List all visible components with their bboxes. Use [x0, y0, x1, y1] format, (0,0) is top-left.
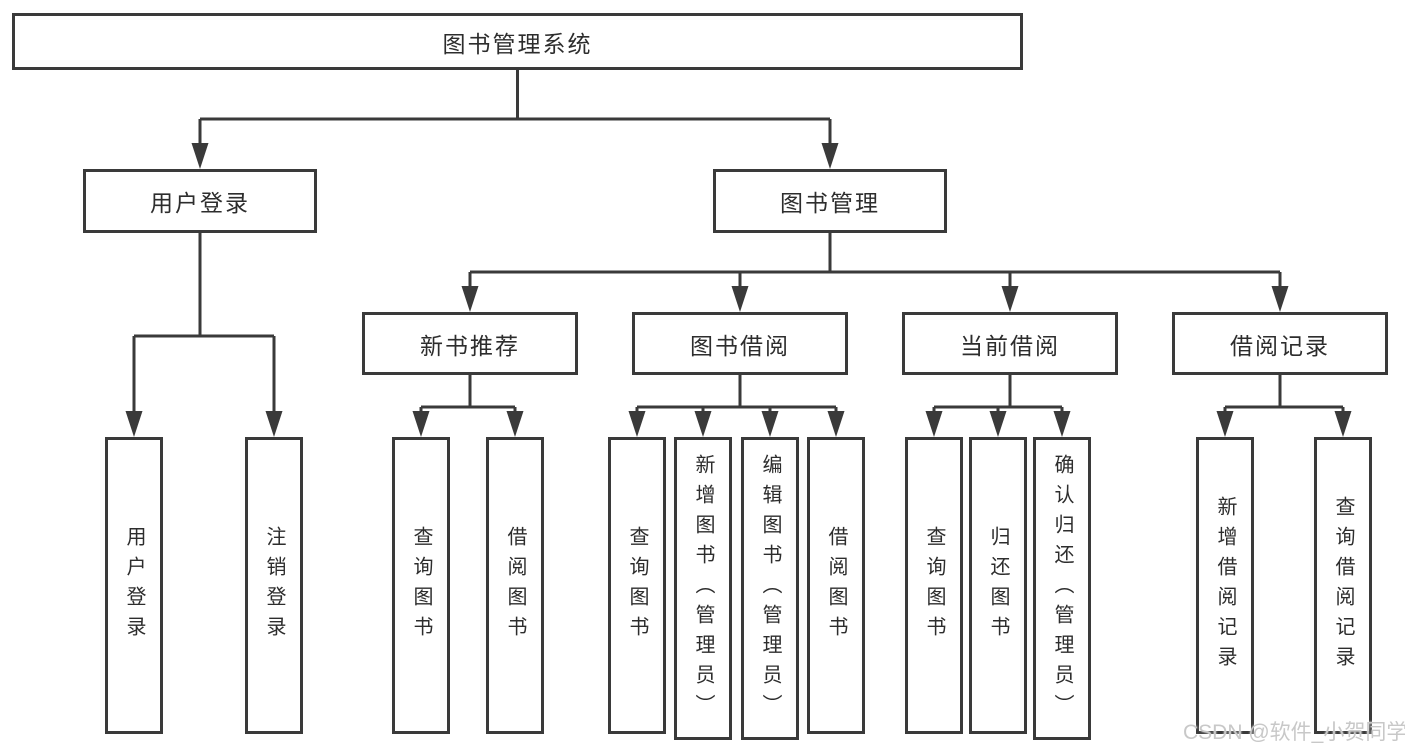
node-book-borrow: 图书借阅	[632, 312, 848, 375]
arrowheads	[125, 143, 1352, 437]
leaf-confirm-return-admin: 确认归还（管理员）	[1033, 437, 1091, 740]
node-borrow-records-label: 借阅记录	[1230, 332, 1330, 359]
leaf-borrow-books-recommend-label: 借阅图书	[504, 525, 526, 646]
leaf-query-books-current-label: 查询图书	[923, 525, 945, 646]
leaf-query-books-recommend-label: 查询图书	[410, 525, 432, 646]
node-book-borrow-label: 图书借阅	[690, 332, 790, 359]
leaf-query-books-current: 查询图书	[905, 437, 963, 734]
node-system-root: 图书管理系统	[12, 13, 1023, 70]
node-user-login-label: 用户登录	[150, 190, 250, 216]
node-book-management-label: 图书管理	[780, 190, 880, 216]
leaf-user-login: 用户登录	[105, 437, 163, 734]
node-book-management: 图书管理	[713, 169, 947, 233]
leaf-logout: 注销登录	[245, 437, 303, 734]
leaf-borrow-books: 借阅图书	[807, 437, 865, 734]
leaf-edit-books-admin-label: 编辑图书（管理员）	[759, 453, 781, 724]
node-current-borrow-label: 当前借阅	[960, 332, 1060, 359]
csdn-watermark: CSDN @软件_小贺同学	[1183, 721, 1405, 744]
leaf-add-borrow-record-label: 新增借阅记录	[1214, 495, 1236, 676]
leaf-logout-label: 注销登录	[263, 525, 285, 646]
leaf-query-books-borrow-label: 查询图书	[626, 525, 648, 646]
tree-edges	[132, 70, 1345, 420]
leaf-return-books: 归还图书	[969, 437, 1027, 734]
leaf-add-borrow-record: 新增借阅记录	[1196, 437, 1254, 734]
node-user-login: 用户登录	[83, 169, 317, 233]
leaf-return-books-label: 归还图书	[987, 525, 1009, 646]
node-new-book-recommend-label: 新书推荐	[420, 332, 520, 359]
leaf-borrow-books-label: 借阅图书	[825, 525, 847, 646]
node-current-borrow: 当前借阅	[902, 312, 1118, 375]
node-borrow-records: 借阅记录	[1172, 312, 1388, 375]
leaf-query-books-borrow: 查询图书	[608, 437, 666, 734]
node-system-root-label: 图书管理系统	[442, 30, 593, 57]
leaf-confirm-return-admin-label: 确认归还（管理员）	[1051, 453, 1073, 724]
leaf-borrow-books-recommend: 借阅图书	[486, 437, 544, 734]
leaf-query-borrow-record: 查询借阅记录	[1314, 437, 1372, 734]
leaf-edit-books-admin: 编辑图书（管理员）	[741, 437, 799, 740]
leaf-add-books-admin-label: 新增图书（管理员）	[692, 453, 714, 724]
leaf-add-books-admin: 新增图书（管理员）	[674, 437, 732, 740]
leaf-user-login-label: 用户登录	[123, 525, 145, 646]
leaf-query-borrow-record-label: 查询借阅记录	[1332, 495, 1354, 676]
leaf-query-books-recommend: 查询图书	[392, 437, 450, 734]
node-new-book-recommend: 新书推荐	[362, 312, 578, 375]
